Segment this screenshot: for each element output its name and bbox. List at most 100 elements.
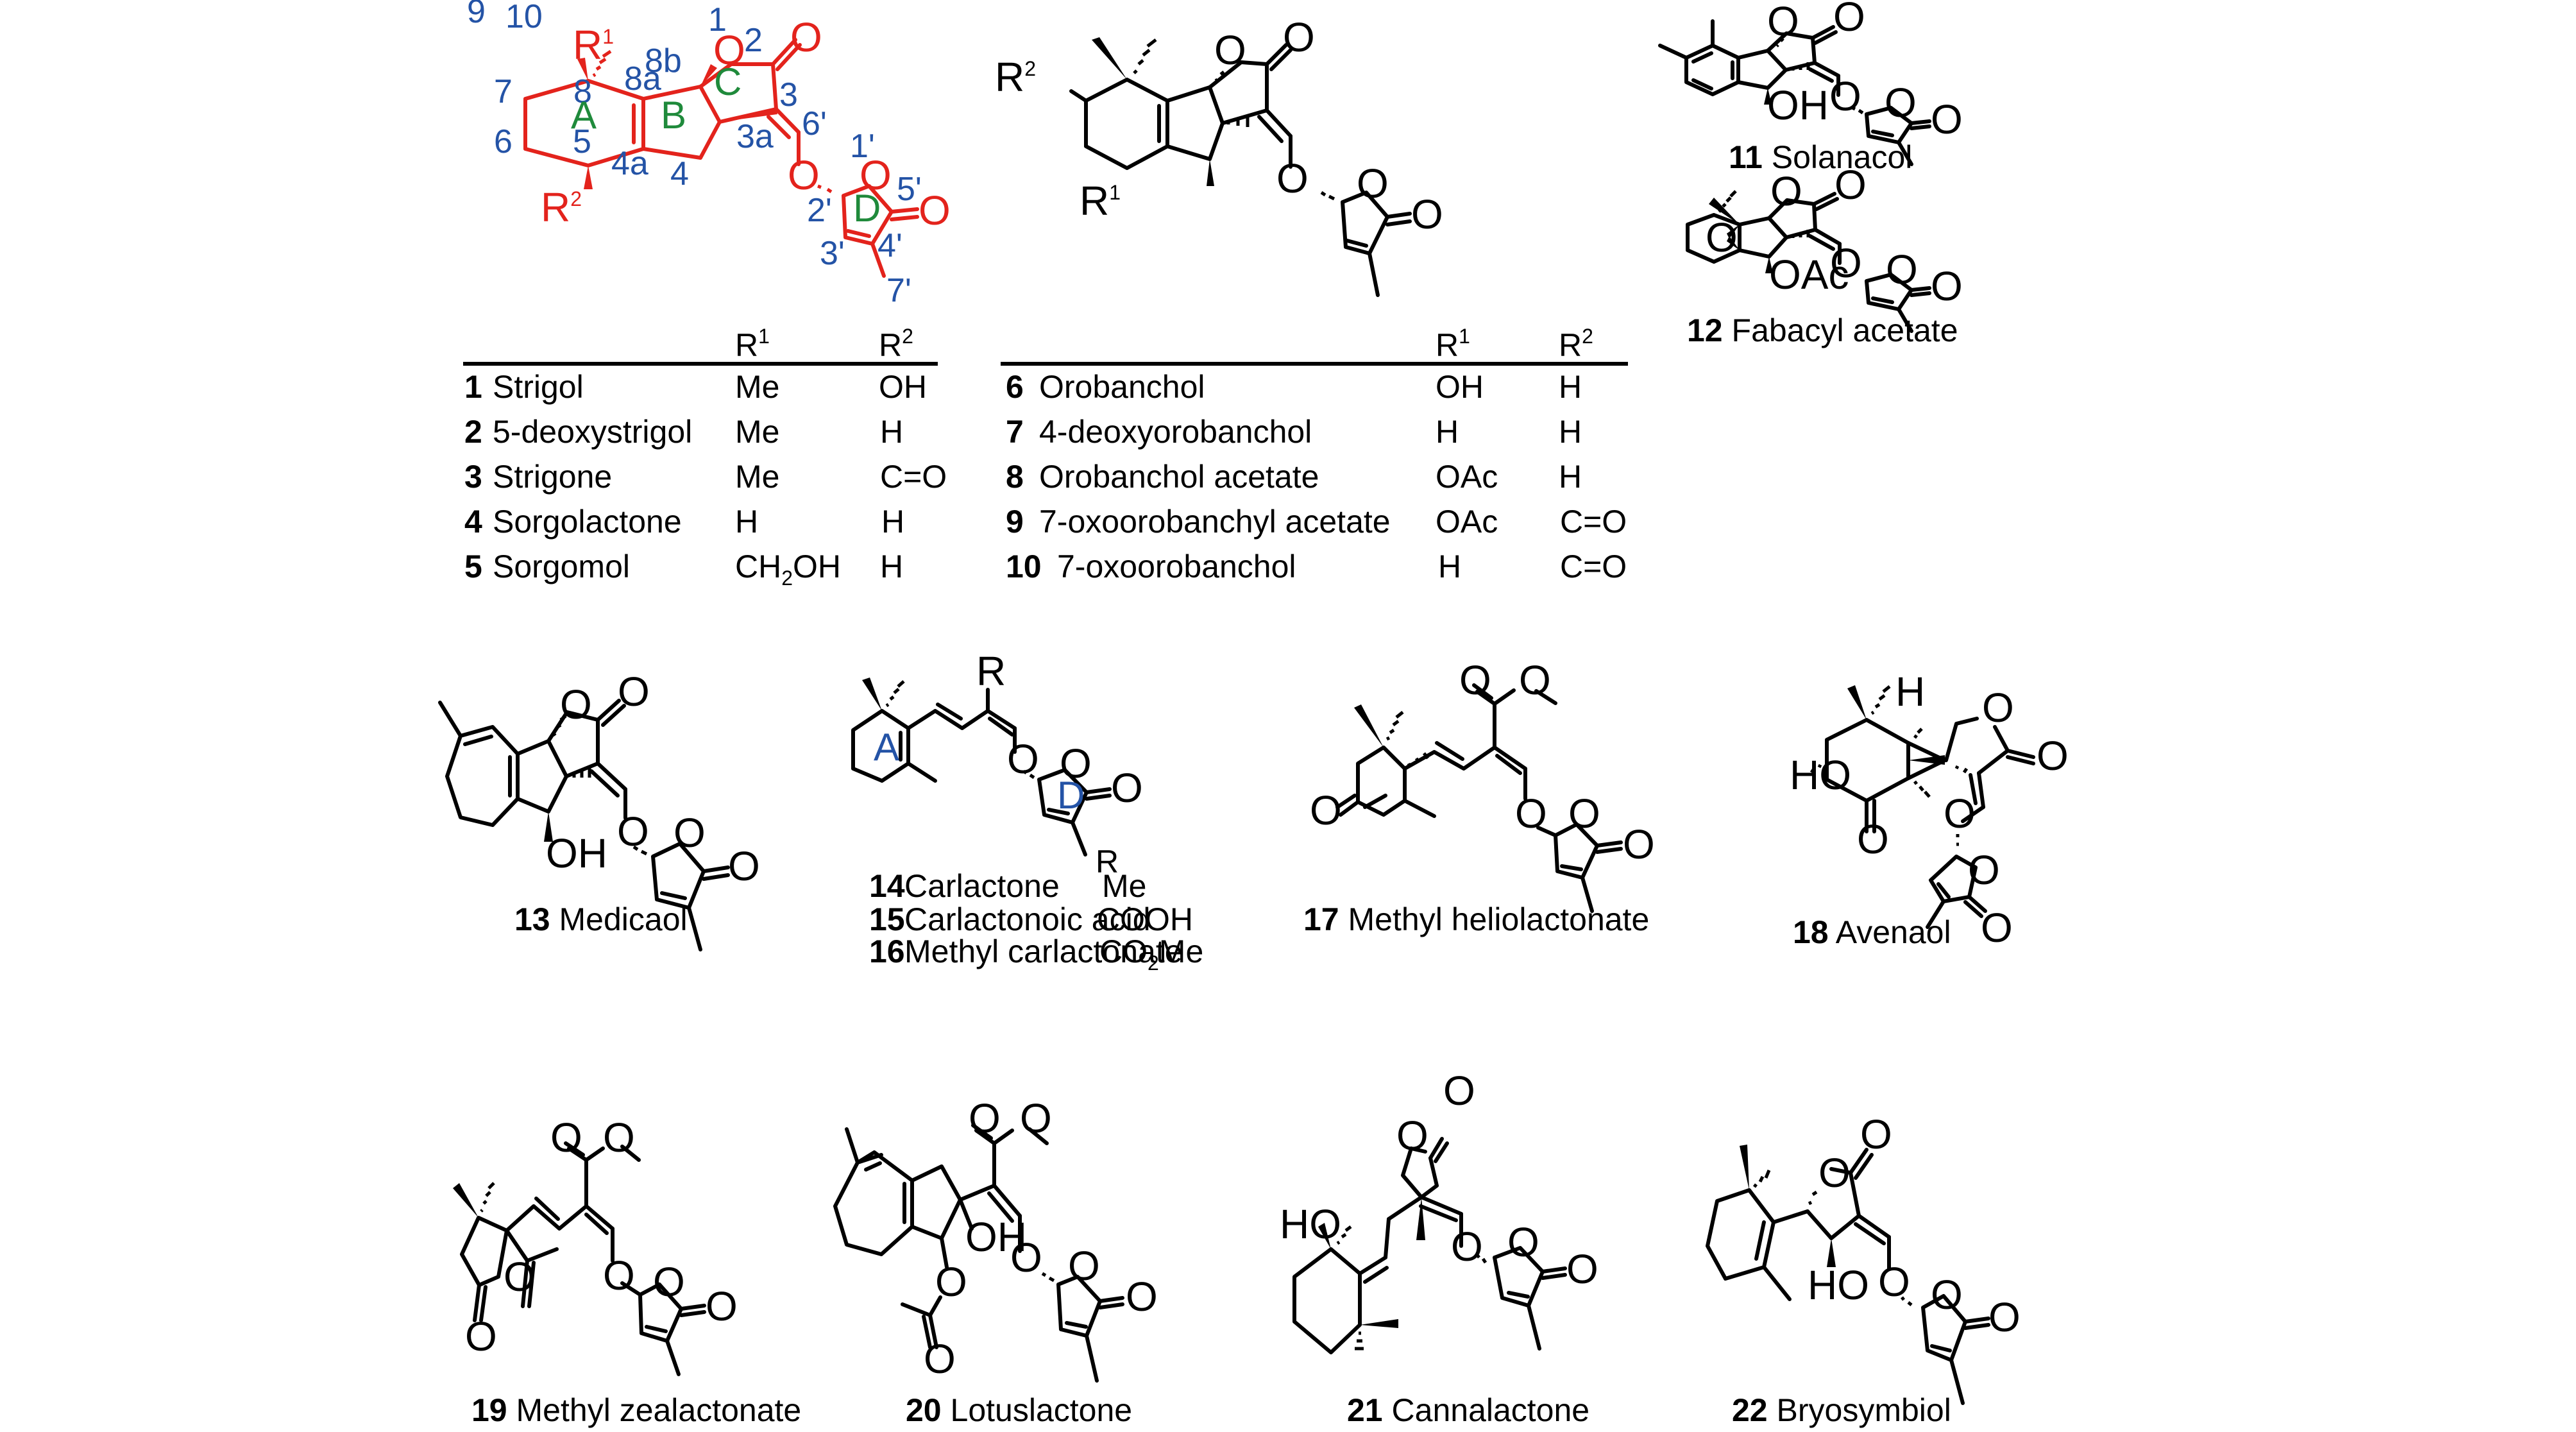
oxygen-atom: O [1515,790,1547,837]
compound-number: 10 [1006,549,1042,584]
compound-number: 16 [869,933,905,969]
compound-number: 3 [464,459,482,495]
oxygen-atom: O [1068,1243,1100,1289]
r1-value: OAc [1436,504,1498,540]
hydroxyl-label: OH [965,1214,1027,1260]
hydroxyl-label: HO [1808,1262,1869,1308]
cannalactone-structure [1292,1137,1567,1354]
oxygen-atom: O [1519,657,1551,703]
oxygen-atom: O [1767,0,1799,44]
table-row: 16 Methyl carlactonate CO2Me [869,933,1203,975]
r1-value: H [1436,414,1459,450]
compound-label-20: 20 Lotuslactone [906,1392,1132,1428]
table-row: 15 Carlactonoic acid COOH [869,901,1193,937]
core-r2-label: R2 [541,184,582,230]
oxygen-atom: O [1126,1274,1158,1320]
ring-label-b: B [661,94,686,137]
ring-label-d: D [1057,774,1085,817]
oxygen-atom: O [674,810,706,856]
oxygen-atom: O [1886,246,1918,293]
r1-value: Me [735,459,779,495]
hydrogen-label: H [1895,669,1925,715]
table-row: 5 Sorgomol CH2OH H [464,549,903,590]
oxygen-atom: O [935,1259,967,1305]
r2-value: H [880,414,903,450]
oxygen-atom: O [1968,847,2000,893]
oxygen-atom: O [1214,27,1246,73]
atom-number-1p: 1' [850,128,875,165]
oxygen-atom: O [969,1095,1001,1141]
r2-value: C=O [1560,504,1627,540]
hydroxyl-label: HO [1790,752,1851,798]
oxygen-atom: O [1396,1112,1428,1159]
atom-number-8b: 8b [645,42,682,80]
oxygen-atom: O [1566,1246,1598,1292]
r2-value: H [880,549,903,584]
table2-header-r2: R2 [1559,325,1593,363]
hydroxyl-label: OH [546,830,607,876]
table-row: 8 Orobanchol acetate OAc H [1006,459,1582,495]
table-row: 6 Orobanchol OH H [1006,369,1582,405]
compound-label-11: 11 Solanacol [1729,139,1912,175]
table-row: 7 4-deoxyorobanchol H H [1006,414,1582,450]
compound-name: 5-deoxystrigol [493,414,692,450]
methyl-zealactonate-structure [453,1141,706,1376]
compound-name: Carlactone [904,868,1060,904]
oxygen-atom: O [2037,733,2069,779]
avenaol-structure [1809,685,2035,929]
ring-label-d: D [853,187,881,230]
atom-number-7: 7 [494,73,513,110]
r1-value: H [735,504,758,540]
orobanchol-r1-label: R1 [1080,178,1121,224]
compound-label-19: 19 Methyl zealactonate [471,1392,801,1428]
epoxide-oxygen: O [1706,214,1738,260]
compound-number: 6 [1006,369,1024,405]
ring-label-a: A [874,726,899,769]
compound-name: 4-deoxyorobanchol [1039,414,1312,450]
oxygen-atom: O [1857,816,1889,862]
oxygen-atom: O [1111,765,1143,811]
oxygen-atom: O [706,1283,738,1329]
r2-value: H [1559,369,1582,405]
r1-value: Me [735,414,779,450]
ring-label-c: C [714,60,741,103]
oxygen-atom: O [1833,0,1865,40]
orobanchol-r2-label: R2 [995,54,1036,100]
oxygen-atom: O [1835,162,1867,208]
r1-value: OAc [1436,459,1498,495]
compound-number: 8 [1006,459,1024,495]
core-oxygen-1: O [713,27,745,73]
table-row: 1 Strigol Me OH [464,369,927,405]
oxygen-atom: O [1010,1234,1042,1281]
oxygen-atom: O [603,1114,635,1161]
oxygen-atom: O [1451,1223,1483,1270]
oxygen-atom: O [728,843,760,889]
core-scaffold-structure [523,38,919,278]
compound-name: Strigol [493,369,584,405]
carlactone-structure [851,678,1112,857]
core-oxygen-5p: O [919,187,951,234]
atom-number-7p: 7' [886,272,911,309]
compound-name: Carlactonoic acid [904,901,1151,937]
medicaol-structure [438,699,730,951]
compound-label-17: 17 Methyl heliolactonate [1303,901,1649,937]
table-row: 9 7-oxoorobanchyl acetate OAc C=O [1006,504,1627,540]
compound-label-22: 22 Bryosymbiol [1732,1392,1951,1428]
compound-label-12: 12 Fabacyl acetate [1687,312,1958,348]
atom-number-6: 6 [494,123,513,160]
oxygen-atom: O [1310,787,1342,833]
core-oxygen-2: O [790,14,822,60]
r-value: COOH [1097,901,1193,937]
r2-value: C=O [1560,549,1627,584]
oxygen-atom: O [1007,736,1039,782]
atom-number-10: 10 [505,0,543,35]
oxygen-atom: O [1568,790,1600,837]
oxygen-atom: O [617,808,649,855]
r-value: Me [1102,868,1146,904]
oxygen-atom: O [1411,191,1443,237]
table-row: 14 Carlactone Me [869,868,1146,904]
atom-number-4: 4 [670,155,689,192]
table-row: 4 Sorgolactone H H [464,504,904,540]
compound-number: 2 [464,414,482,450]
r2-value: H [881,504,904,540]
